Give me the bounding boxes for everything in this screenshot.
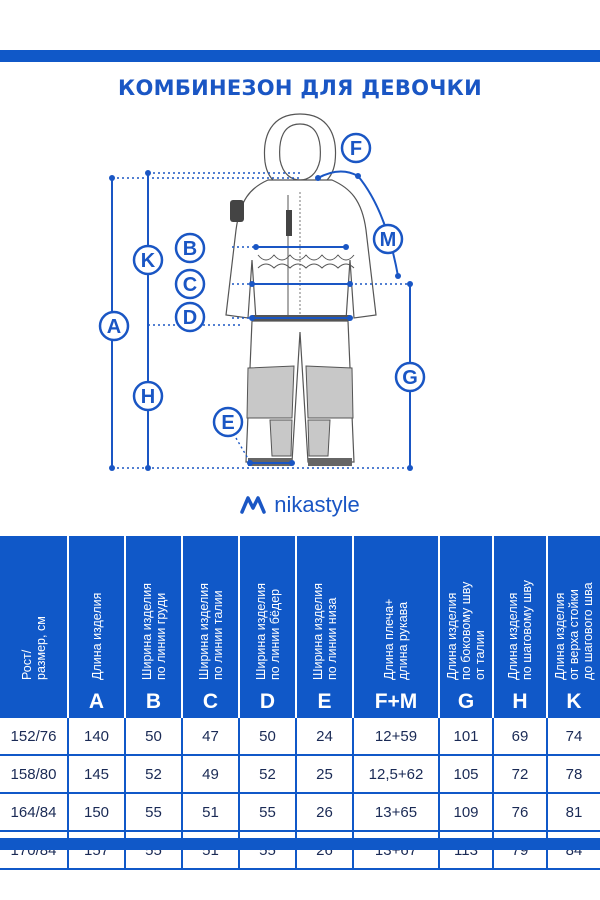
svg-text:A: A [107, 316, 121, 338]
table-cell: 52 [239, 755, 297, 794]
letter-cell: B [125, 686, 183, 718]
letter-cell: C [182, 686, 240, 718]
svg-text:D: D [183, 307, 197, 329]
table-cell: 113 [439, 831, 494, 870]
table-cell: 25 [296, 755, 354, 794]
table-cell: 157 [68, 831, 126, 870]
table-cell: 26 [296, 831, 354, 870]
letter-cell [0, 686, 69, 718]
table-cell: 50 [239, 718, 297, 756]
svg-text:G: G [402, 367, 418, 389]
table-cell: 51 [182, 793, 240, 832]
label-b: B [174, 232, 206, 264]
brand: nikastyle [0, 492, 600, 528]
header-size: Рост/ размер, см [0, 536, 69, 686]
table-cell: 49 [182, 755, 240, 794]
label-g: G [394, 361, 426, 393]
header-hem: Ширина изделия по линии низа [296, 536, 354, 686]
table-cell: 81 [547, 793, 600, 832]
table-cell: 55 [125, 831, 183, 870]
table-cell: 55 [125, 793, 183, 832]
letter-cell: E [296, 686, 354, 718]
svg-text:K: K [141, 250, 156, 272]
label-h: H [132, 380, 164, 412]
page-title: КОМБИНЕЗОН ДЛЯ ДЕВОЧКИ [118, 76, 482, 100]
table-cell: 84 [547, 831, 600, 870]
table-cell: 47 [182, 718, 240, 756]
table-cell: 158/80 [0, 755, 69, 794]
letter-cell: A [68, 686, 126, 718]
header-side-seam: Длина изделия по боковому шву от талии [439, 536, 494, 686]
table-cell: 101 [439, 718, 494, 756]
header-hips: Ширина изделия по линии бёдер [239, 536, 297, 686]
garment-diagram: .ol { fill:#ffffff; stroke:#555; stroke-… [98, 113, 426, 471]
label-m: M [372, 223, 404, 255]
header-inseam: Длина изделия по шаговому шву [493, 536, 548, 686]
top-band [0, 50, 600, 62]
table-cell: 74 [547, 718, 600, 756]
letter-cell: K [547, 686, 600, 718]
svg-text:M: M [380, 229, 397, 251]
header-length: Длина изделия [68, 536, 126, 686]
table-cell: 109 [439, 793, 494, 832]
letter-cell: D [239, 686, 297, 718]
table-cell: 12+59 [353, 718, 440, 756]
header-shoulder-sleeve: Длина плеча+ длина рукава [353, 536, 440, 686]
letter-cell: H [493, 686, 548, 718]
table-cell: 145 [68, 755, 126, 794]
letter-cell: F+M [353, 686, 440, 718]
svg-text:E: E [221, 412, 234, 434]
brand-name: nikastyle [274, 492, 360, 517]
table-cell: 26 [296, 793, 354, 832]
label-f: F [340, 132, 372, 164]
label-c: C [174, 268, 206, 300]
table-cell: 50 [125, 718, 183, 756]
table-cell: 13+65 [353, 793, 440, 832]
label-k: K [132, 244, 164, 276]
header-chest: Ширина изделия по линии груди [125, 536, 183, 686]
table-cell: 55 [239, 831, 297, 870]
table-cell: 164/84 [0, 793, 69, 832]
size-table: Рост/ размер, см Длина изделия Ширина из… [0, 536, 600, 870]
table-cell: 78 [547, 755, 600, 794]
svg-text:H: H [141, 386, 155, 408]
table-cell: 12,5+62 [353, 755, 440, 794]
table-cell: 24 [296, 718, 354, 756]
svg-text:B: B [183, 238, 197, 260]
table-cell: 72 [493, 755, 548, 794]
table-cell: 150 [68, 793, 126, 832]
letter-row: A B C D E F+M G H K [0, 686, 600, 718]
table-cell: 105 [439, 755, 494, 794]
header-waist: Ширина изделия по линии талии [182, 536, 240, 686]
table-cell: 52 [125, 755, 183, 794]
label-e: E [212, 406, 244, 438]
table-cell: 140 [68, 718, 126, 756]
header-collar-crotch: Длина изделия от верха стойки до шаговог… [547, 536, 600, 686]
table-cell: 55 [239, 793, 297, 832]
table-cell: 69 [493, 718, 548, 756]
jacket [225, 179, 377, 322]
letter-cell: G [439, 686, 494, 718]
label-a: A [98, 310, 130, 342]
table-cell: 76 [493, 793, 548, 832]
table-cell: 51 [182, 831, 240, 870]
table-cell: 170/84 [0, 831, 69, 870]
bottom-band [0, 838, 600, 850]
nikastyle-logo-icon [240, 496, 266, 514]
hood [263, 113, 337, 191]
label-d: D [174, 301, 206, 333]
svg-text:C: C [183, 274, 197, 296]
header-row: Рост/ размер, см Длина изделия Ширина из… [0, 536, 600, 686]
svg-text:F: F [350, 138, 362, 160]
table-cell: 13+67 [353, 831, 440, 870]
table-cell: 79 [493, 831, 548, 870]
table-cell: 152/76 [0, 718, 69, 756]
trousers [245, 320, 355, 466]
